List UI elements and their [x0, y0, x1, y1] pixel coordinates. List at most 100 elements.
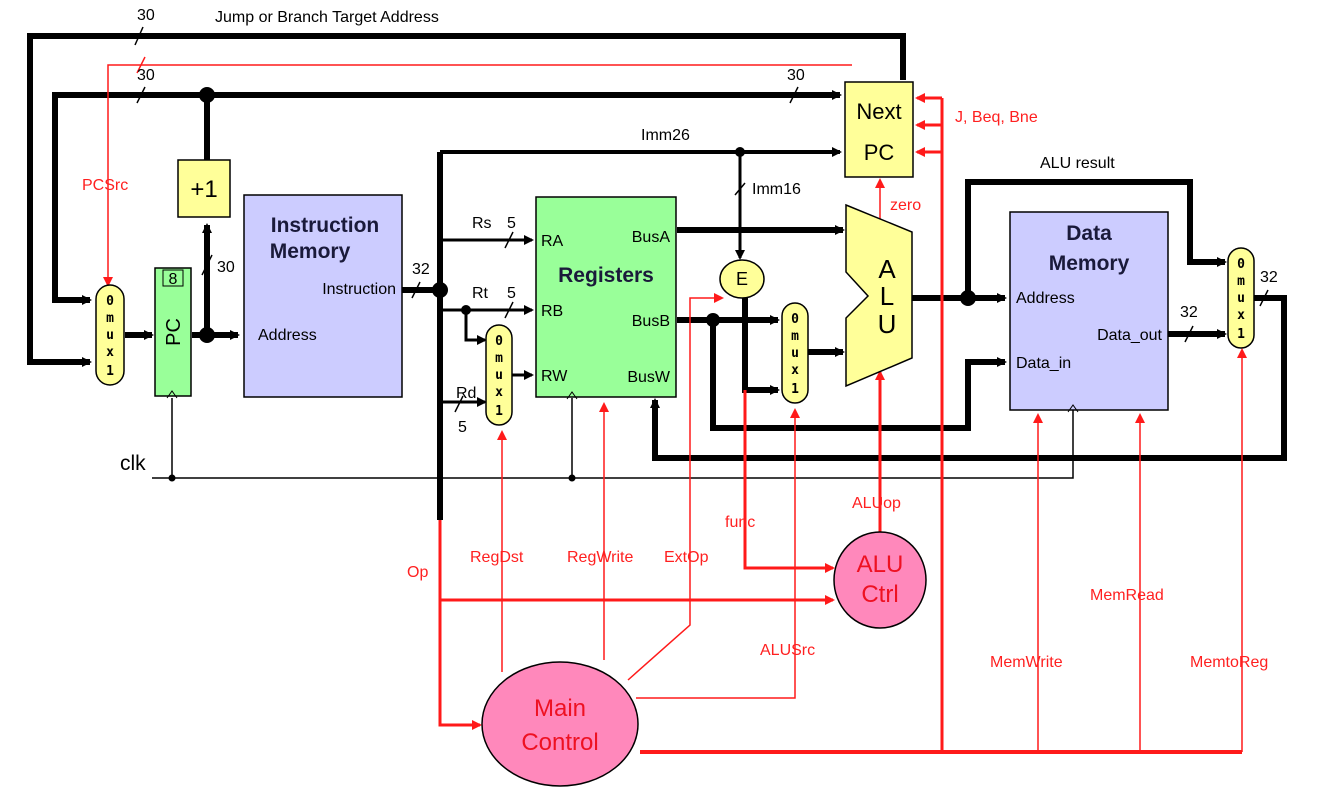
svg-text:u: u [495, 368, 503, 383]
svg-text:L: L [880, 281, 894, 311]
svg-text:RW: RW [541, 368, 568, 385]
regdst-label: RegDst [470, 549, 524, 566]
clk-dot-1 [168, 474, 176, 482]
svg-text:BusB: BusB [632, 313, 670, 330]
memread-label: MemRead [1090, 587, 1164, 604]
data-mem-title-1: Data [1066, 222, 1112, 245]
width-32-out: 32 [1260, 269, 1278, 286]
svg-text:ALU: ALU [857, 551, 904, 578]
func-label: func [725, 514, 755, 531]
slash-30-pc [201, 254, 213, 276]
svg-text:0: 0 [791, 312, 799, 327]
memtoreg-mux: 0 m u x 1 [1227, 247, 1255, 349]
pc-register: 8 PC [154, 267, 192, 399]
slash-5-rd [454, 395, 464, 413]
slash-32-dout [1184, 325, 1194, 343]
svg-text:Ctrl: Ctrl [861, 581, 898, 608]
func-wire [743, 390, 835, 573]
pcsrc-wire [103, 64, 852, 287]
svg-text:Data_out: Data_out [1097, 327, 1162, 344]
instruction-port-label: Instruction [322, 281, 396, 298]
svg-text:0: 0 [106, 294, 114, 309]
clk-wire [152, 404, 1074, 479]
control-wires [103, 56, 1247, 754]
jump-target-wire [27, 33, 906, 367]
extop-wire [627, 293, 724, 681]
svg-text:u: u [106, 328, 114, 343]
sign-extender: E [719, 259, 765, 299]
svg-text:1: 1 [791, 382, 799, 397]
svg-text:A: A [878, 254, 896, 284]
jbeq-label: J, Beq, Bne [955, 109, 1038, 126]
registers-title: Registers [558, 264, 654, 287]
svg-text:RA: RA [541, 233, 564, 250]
pc-mux: 0 m u x 1 [95, 284, 125, 386]
svg-text:x: x [1237, 308, 1245, 323]
memwrite-label: MemWrite [990, 654, 1063, 671]
slash-32-out [1259, 289, 1269, 307]
svg-text:m: m [495, 351, 503, 366]
main-control: Main Control [481, 661, 639, 787]
width-30-red: 30 [137, 67, 155, 84]
width-32-dout: 32 [1180, 304, 1198, 321]
register-file: Registers RA RB RW BusA BusB BusW [535, 196, 677, 400]
zero-label: zero [890, 197, 921, 214]
svg-text:E: E [736, 269, 748, 289]
svg-text:m: m [1237, 274, 1245, 289]
junction-top [199, 87, 215, 103]
imm16-label: Imm16 [752, 181, 801, 198]
svg-text:Main: Main [534, 695, 586, 722]
rt-label: Rt [472, 285, 489, 302]
rt-to-mux [464, 310, 487, 345]
alu-control: ALU Ctrl [833, 531, 927, 629]
svg-text:RB: RB [541, 303, 563, 320]
instruction-memory: Instruction Memory Instruction Address [243, 194, 403, 398]
width-30-pc: 30 [217, 259, 235, 276]
clk-label: clk [120, 452, 146, 475]
next-pc: Next PC [844, 81, 914, 178]
black-wires [27, 26, 1287, 520]
svg-text:x: x [791, 363, 799, 378]
memtoreg-label: MemtoReg [1190, 654, 1268, 671]
svg-text:0: 0 [495, 334, 503, 349]
extop-label: ExtOp [664, 549, 709, 566]
rs-label: Rs [472, 215, 492, 232]
alusrc-mux: 0 m u x 1 [781, 302, 809, 404]
svg-text:u: u [1237, 291, 1245, 306]
svg-text:x: x [495, 385, 503, 400]
svg-text:Data_in: Data_in [1016, 355, 1071, 372]
width-5-rt: 5 [507, 285, 516, 302]
slash-30-top [134, 26, 144, 46]
width-30-right: 30 [787, 67, 805, 84]
svg-text:Address: Address [1016, 290, 1075, 307]
svg-text:Control: Control [521, 729, 598, 756]
rd-label: Rd [456, 385, 476, 402]
width-5-rs: 5 [507, 215, 516, 232]
slash-imm16 [734, 182, 746, 196]
svg-text:BusA: BusA [632, 229, 671, 246]
wire-labels: Jump or Branch Target Address 30 30 30 3… [82, 7, 1278, 671]
pcsrc-label: PCSrc [82, 177, 128, 194]
alusrc-wire [636, 408, 800, 699]
pc-top-label: 8 [169, 271, 178, 288]
alu-result-label: ALU result [1040, 155, 1115, 172]
svg-text:u: u [791, 346, 799, 361]
plus-one-block: +1 [177, 159, 231, 218]
slash-30-left [136, 86, 146, 104]
op-label: Op [407, 564, 428, 581]
width-30-top: 30 [137, 7, 155, 24]
slash-5-rt [504, 301, 514, 319]
svg-text:1: 1 [106, 364, 114, 379]
jump-target-label: Jump or Branch Target Address [215, 9, 439, 26]
svg-text:1: 1 [495, 404, 503, 419]
instr-address-label: Address [258, 327, 317, 344]
pc-plus-one-to-mux [52, 92, 207, 305]
regdst-mux: 0 m u x 1 [485, 324, 513, 426]
svg-text:+1: +1 [190, 176, 217, 203]
instr-mem-title-2: Memory [270, 240, 351, 263]
svg-text:m: m [791, 329, 799, 344]
instr-mem-title-1: Instruction [271, 214, 380, 237]
alusrc-label: ALUSrc [760, 642, 815, 659]
width-5-rd: 5 [458, 419, 467, 436]
width-32-instr: 32 [412, 261, 430, 278]
